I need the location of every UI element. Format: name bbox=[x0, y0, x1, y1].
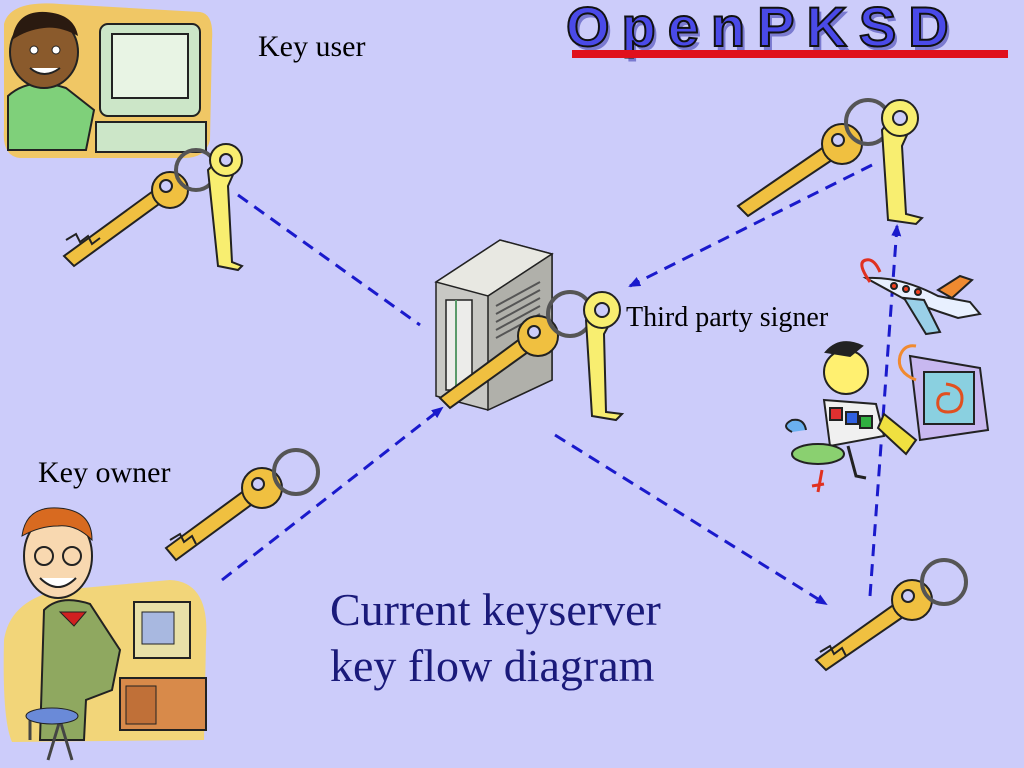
key-owner-key bbox=[164, 448, 320, 562]
arrow-user-server bbox=[237, 193, 421, 327]
third-party-signer-clipart bbox=[785, 258, 990, 493]
key-user-keys bbox=[62, 143, 244, 272]
key-user-clipart bbox=[3, 3, 213, 158]
signer-keys bbox=[736, 98, 924, 226]
server-keys bbox=[438, 290, 625, 422]
slide-title: Current keyserver key flow diagram bbox=[330, 582, 730, 694]
third-party-signer-label: Third party signer bbox=[626, 302, 829, 333]
key-owner-clipart bbox=[3, 507, 207, 761]
arrow-server-key bbox=[554, 433, 828, 606]
arrow-signer-server bbox=[628, 163, 873, 288]
logo-underline bbox=[572, 50, 1008, 58]
key-user-label: Key user bbox=[258, 30, 366, 63]
arrow-owner-server bbox=[221, 406, 444, 582]
flow-arrows bbox=[221, 163, 902, 606]
bottom-right-key bbox=[814, 558, 968, 672]
openpksd-logo: OpenPKSD bbox=[565, 0, 961, 59]
title-line-1: Current keyserver bbox=[330, 584, 661, 635]
title-line-2: key flow diagram bbox=[330, 640, 655, 691]
key-owner-label: Key owner bbox=[38, 456, 171, 489]
